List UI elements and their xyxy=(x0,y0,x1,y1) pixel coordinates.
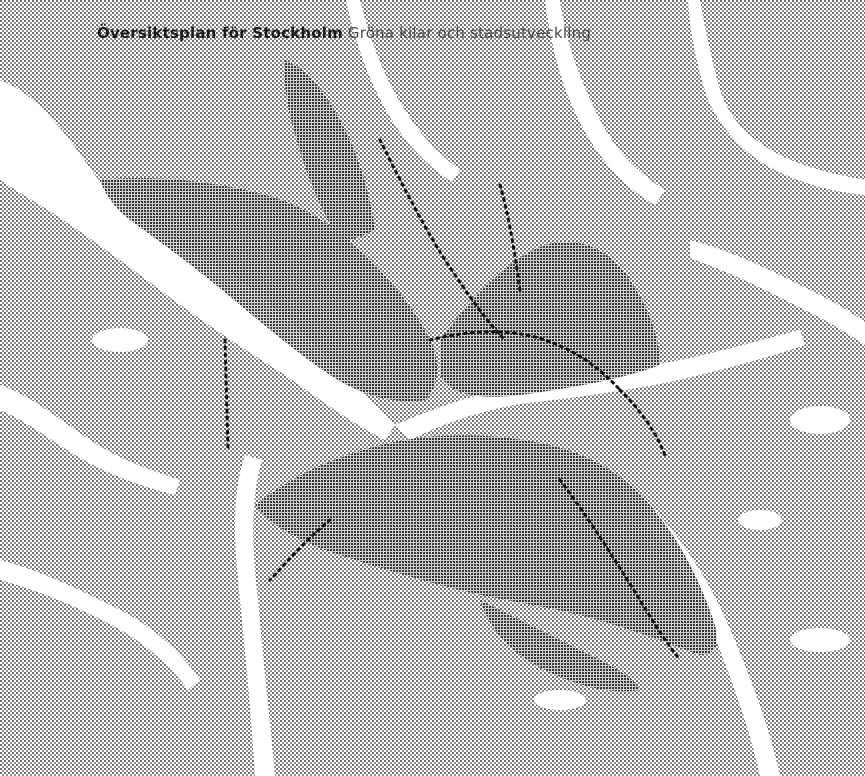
map-title-main: Översiktsplan för Stockholm xyxy=(97,24,343,42)
water-west-lake xyxy=(0,385,180,495)
route-southeast-line xyxy=(558,478,682,662)
water-north-inlet xyxy=(346,0,460,182)
water-northeast-channel xyxy=(688,0,865,195)
urban-areas xyxy=(100,60,717,692)
route-south-line xyxy=(268,518,332,582)
water-southeast-channel xyxy=(640,510,780,776)
urban-south-wedge xyxy=(255,435,717,655)
route-east-line xyxy=(618,388,667,457)
urban-north-spine xyxy=(284,60,375,245)
water-lake-small-2 xyxy=(738,510,782,530)
water-lake-small-5 xyxy=(790,628,850,652)
map-title: Översiktsplan för Stockholm Gröna kilar … xyxy=(97,24,591,42)
water-east-bay xyxy=(690,240,865,345)
water-southwest-arm xyxy=(0,560,200,690)
water-south-inlet xyxy=(235,455,275,776)
urban-south-tail xyxy=(480,600,640,692)
route-west-line xyxy=(223,338,230,452)
transit-lines xyxy=(223,138,682,662)
map-title-subtitle: Gröna kilar och stadsutveckling xyxy=(347,24,592,42)
water-central-channel xyxy=(395,330,805,440)
water-lake-small-4 xyxy=(534,690,586,710)
urban-east-center xyxy=(440,241,660,397)
water-north-finger xyxy=(545,0,665,205)
urban-north-wedge xyxy=(100,178,437,402)
water-lake-small-3 xyxy=(92,328,148,352)
route-north-line xyxy=(378,138,507,342)
water-lake-small-1 xyxy=(790,406,850,434)
route-central-ring xyxy=(428,330,622,392)
